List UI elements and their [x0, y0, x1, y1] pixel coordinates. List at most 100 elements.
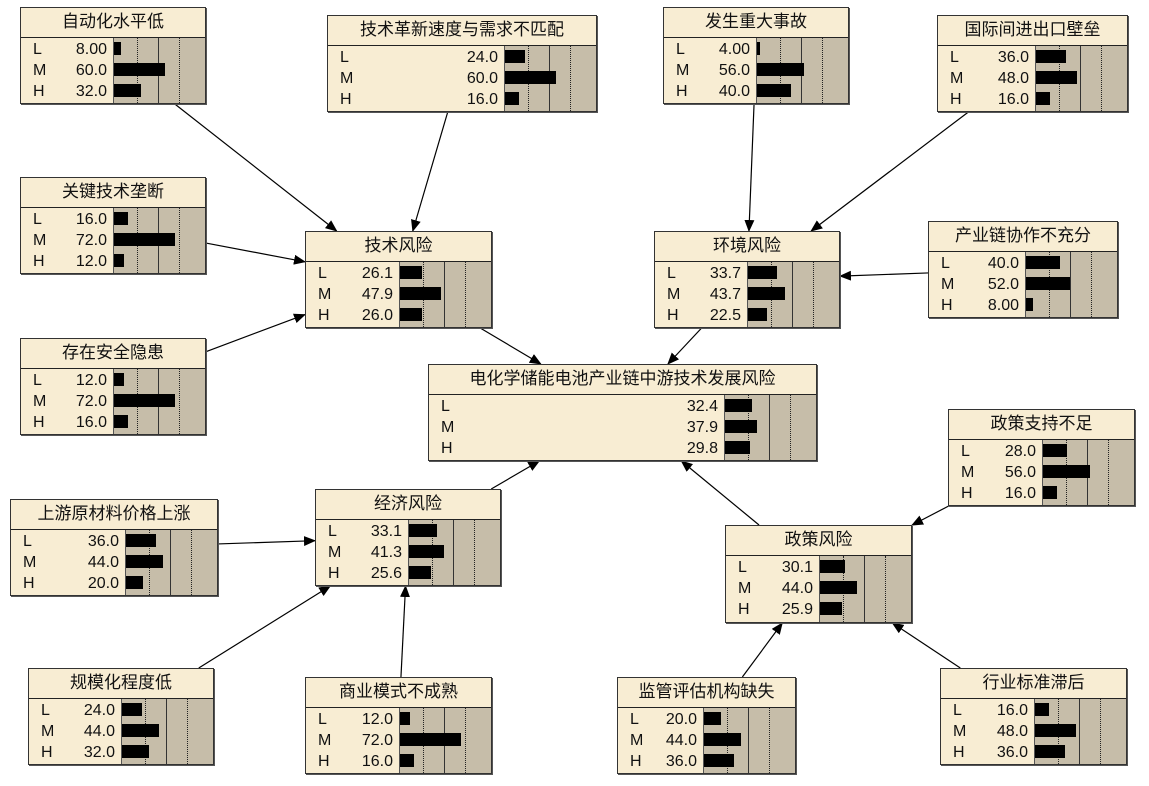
state-probability: 12.0 [75, 253, 107, 270]
state-label: H [23, 575, 35, 592]
probability-bar [1036, 50, 1066, 63]
node-title: 电化学储能电池产业链中游技术发展风险 [429, 365, 816, 395]
state-label: L [33, 211, 42, 228]
probability-bar [126, 576, 143, 589]
state-label: L [33, 41, 42, 58]
gridline [187, 699, 188, 764]
gridline [790, 395, 791, 460]
probability-bar [757, 42, 760, 55]
edge-arrow [741, 622, 783, 678]
belief-bar-chart [408, 520, 500, 585]
belief-bar-chart [504, 46, 596, 111]
state-label: M [340, 70, 354, 87]
state-probability: 32.0 [75, 83, 107, 100]
state-probability: 37.9 [686, 419, 718, 436]
belief-bar-chart [113, 208, 205, 273]
state-probability: 8.00 [75, 41, 107, 58]
state-label: M [953, 723, 967, 740]
edge-arrow [400, 585, 410, 678]
probability-bar [505, 92, 519, 105]
probability-bar [1026, 256, 1060, 269]
belief-bar-chart [1034, 699, 1126, 764]
probability-bar [1043, 465, 1090, 478]
state-label: H [953, 744, 965, 761]
gridline [1080, 46, 1081, 111]
state-label: H [33, 414, 45, 431]
probability-bar [400, 712, 410, 725]
state-probability: 60.0 [75, 62, 107, 79]
probability-bar [114, 415, 128, 428]
belief-bar-chart [125, 530, 217, 595]
state-label: M [738, 580, 752, 597]
state-probability: 22.5 [709, 307, 741, 324]
state-label: H [41, 744, 53, 761]
gridline [748, 708, 749, 773]
probability-bar [820, 602, 842, 615]
state-probability: 20.0 [87, 575, 119, 592]
state-label: L [941, 255, 950, 272]
probability-bar [704, 712, 721, 725]
state-probability: 36.0 [997, 49, 1029, 66]
node-title: 自动化水平低 [21, 8, 205, 38]
edge-arrow [490, 460, 541, 490]
state-label: M [630, 732, 644, 749]
gridline [179, 38, 180, 103]
probability-bar [409, 545, 444, 558]
node-title: 环境风险 [655, 232, 839, 262]
state-label: M [33, 232, 47, 249]
probability-bar [114, 394, 175, 407]
state-probability: 52.0 [987, 276, 1019, 293]
probability-bar [114, 42, 121, 55]
edge-arrow [891, 622, 961, 669]
probability-bar [1026, 298, 1033, 311]
belief-bar-chart [113, 38, 205, 103]
state-label: L [961, 443, 970, 460]
state-label: H [318, 753, 330, 770]
node-title: 国际间进出口壁垒 [938, 16, 1127, 46]
gridline [179, 208, 180, 273]
state-probability: 48.0 [997, 70, 1029, 87]
probability-bar [725, 420, 757, 433]
belief-bar-chart [113, 369, 205, 434]
state-probability: 28.0 [1004, 443, 1036, 460]
node-title: 规模化程度低 [29, 669, 213, 699]
